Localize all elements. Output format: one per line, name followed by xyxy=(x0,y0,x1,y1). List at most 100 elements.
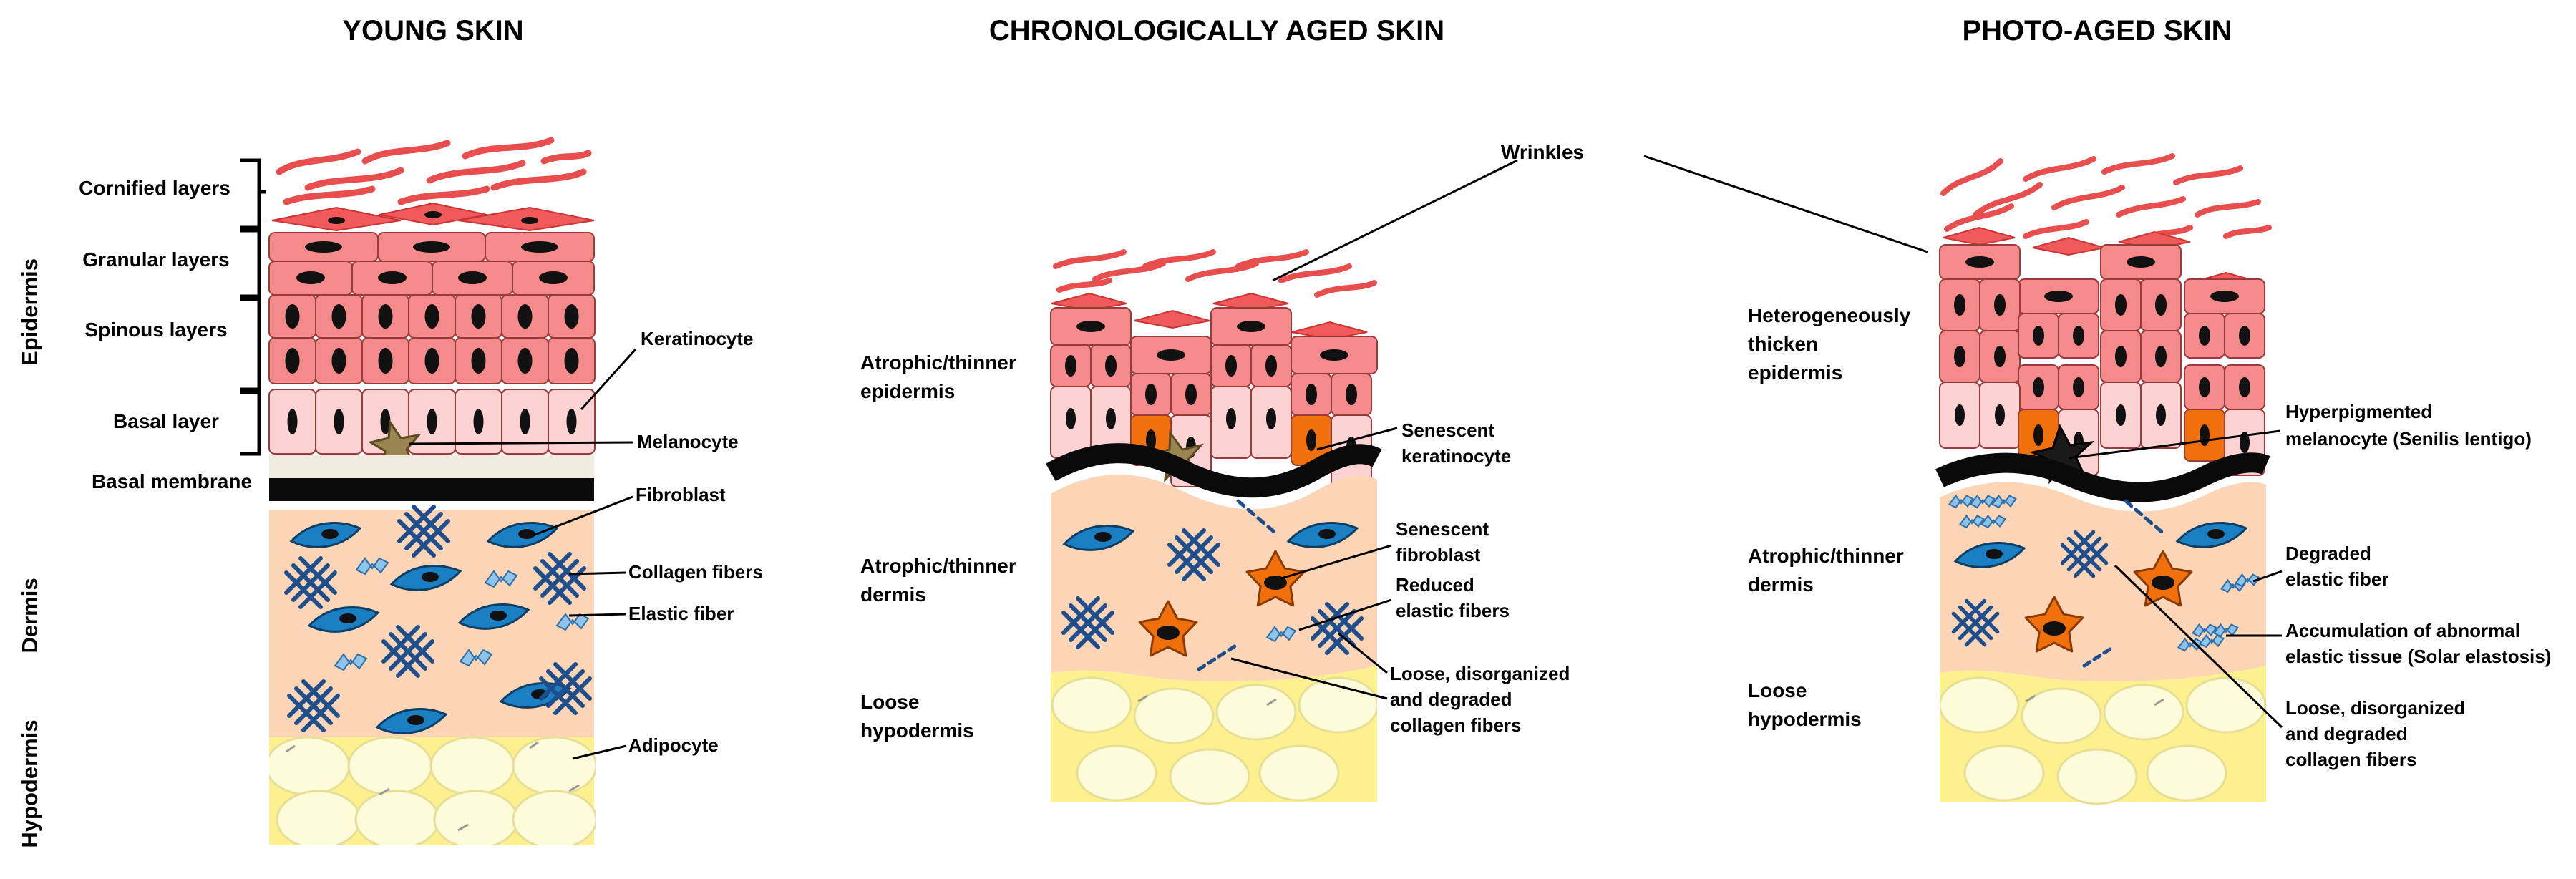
keratinocyte-nucleus xyxy=(2240,432,2250,453)
chrono-callout-re-2: elastic fibers xyxy=(1396,600,1510,621)
keratinocyte-nucleus xyxy=(1185,384,1197,405)
senescent-fibroblast-nucleus xyxy=(1264,576,1287,590)
chrono-flakes xyxy=(1053,249,1377,298)
chrono-label-der-2: dermis xyxy=(860,583,926,606)
keratinocyte-cell-nucleus xyxy=(285,348,300,374)
keratinocyte-nucleus xyxy=(2155,346,2167,367)
keratinocyte-nucleus xyxy=(2239,326,2250,346)
senescent-fibroblast-nucleus xyxy=(2152,576,2174,590)
young-flakes xyxy=(276,137,592,205)
keratinocyte-nucleus xyxy=(2155,294,2167,316)
fibroblast-nucleus xyxy=(1094,532,1112,542)
chrono-callout-lc-3: collagen fibers xyxy=(1390,714,1522,736)
keratinocyte-nucleus xyxy=(2033,326,2044,346)
keratinocyte-cell-nucleus xyxy=(517,348,533,374)
photo-callout-lines xyxy=(2068,429,2283,729)
degraded-collagen-dash xyxy=(2092,654,2102,661)
chrono-dermis-components xyxy=(1061,499,1364,671)
young-cornified-diamonds xyxy=(271,202,595,232)
chrono-callout-lines xyxy=(1230,427,1398,700)
collagen-strand xyxy=(546,669,585,708)
side-label-hypodermis: Hypodermis xyxy=(17,719,42,848)
fibroblast-nucleus xyxy=(407,715,424,725)
collagen-fiber xyxy=(1951,598,2000,647)
degraded-collagen-dash xyxy=(1266,525,1276,534)
fibroblast-nucleus xyxy=(518,529,535,539)
young-skin-panel xyxy=(268,137,596,845)
label-spinous: Spinous layers xyxy=(84,319,227,341)
young-callout-lines xyxy=(409,348,637,760)
photo-callout-de-2: elastic fiber xyxy=(2285,568,2389,590)
chrono-callout-sf-2: fibroblast xyxy=(1396,544,1481,565)
young-basal-membrane-light xyxy=(269,455,594,478)
keratinocyte-cell-nucleus xyxy=(331,304,346,329)
keratinocyte-nucleus xyxy=(2200,424,2210,446)
keratinocyte-nucleus xyxy=(1065,355,1076,377)
keratinocyte-nucleus xyxy=(2073,326,2084,346)
elastic-fiber xyxy=(2191,623,2217,638)
basal-keratinocyte-cell-nucleus xyxy=(334,409,344,434)
collagen-strand xyxy=(1964,611,2000,647)
chrono-callout-re-1: Reduced xyxy=(1396,574,1474,596)
keratinocyte-nucleus xyxy=(1994,294,2006,316)
label-basal-membrane: Basal membrane xyxy=(92,470,252,492)
keratinocyte-nucleus xyxy=(2033,424,2043,446)
keratinocyte-nucleus xyxy=(1965,256,1994,268)
callout-collagen: Collagen fibers xyxy=(628,561,763,583)
title-chrono: CHRONOLOGICALLY AGED SKIN xyxy=(989,15,1444,47)
photo-basal-membrane xyxy=(1935,452,2270,502)
collagen-fiber xyxy=(287,679,340,732)
photo-callout-lc-3: collagen fibers xyxy=(2285,749,2417,770)
photo-flakes xyxy=(1940,153,2272,243)
keratinocyte-nucleus xyxy=(2115,294,2127,316)
collagen-strand xyxy=(294,686,333,725)
collagen-strand xyxy=(553,662,592,701)
keratinocyte-cell-nucleus xyxy=(564,304,579,329)
degraded-collagen-dash xyxy=(2144,516,2154,525)
photo-dermis-components xyxy=(1948,494,2260,668)
collagen-strand xyxy=(1964,598,2000,634)
young-basal-membrane xyxy=(269,478,594,501)
keratinocyte-nucleus xyxy=(1226,408,1236,429)
collagen-strand xyxy=(1182,543,1220,581)
keratinocyte-cell-nucleus xyxy=(471,348,486,374)
collagen-strand xyxy=(1325,602,1364,641)
keratinocyte-nucleus xyxy=(1266,408,1276,429)
keratinocyte-nucleus xyxy=(1066,408,1076,429)
photo-callout-ac-1: Accumulation of abnormal xyxy=(2285,620,2520,641)
photo-label-der-2: dermis xyxy=(1748,573,1814,596)
side-label-epidermis: Epidermis xyxy=(17,258,42,366)
chrono-callout-lc-1: Loose, disorganized xyxy=(1390,663,1570,684)
keratinocyte-nucleus xyxy=(1954,346,1965,367)
photo-label-epi-3: epidermis xyxy=(1748,361,1842,384)
elastic-fiber xyxy=(355,557,389,576)
layer-brackets xyxy=(240,158,266,456)
keratinocyte-nucleus xyxy=(1105,355,1117,377)
collagen-strand xyxy=(396,625,434,664)
cornified-diamond xyxy=(2032,236,2105,256)
photo-callout-ac-2: elastic tissue (Solar elastosis) xyxy=(2285,646,2551,667)
keratinocyte-cell-nucleus xyxy=(331,348,346,374)
keratinocyte-nucleus xyxy=(2115,346,2127,367)
keratinocyte-nucleus xyxy=(1146,429,1156,451)
keratinocyte-nucleus xyxy=(1320,349,1348,361)
degraded-collagen-dash xyxy=(1207,657,1217,665)
callout-elastic: Elastic fiber xyxy=(628,603,734,624)
keratinocyte-nucleus xyxy=(1346,384,1357,405)
keratinocyte-nucleus xyxy=(1306,384,1317,405)
collagen-fiber xyxy=(284,556,337,609)
title-young: YOUNG SKIN xyxy=(342,15,523,47)
callout-fibroblast: Fibroblast xyxy=(636,484,726,505)
cornified-diamond xyxy=(1134,309,1210,329)
photo-skin-panel xyxy=(1935,153,2272,805)
collagen-fiber xyxy=(1167,528,1220,581)
collagen-fiber xyxy=(1061,596,1114,649)
collagen-strand xyxy=(298,556,337,595)
basal-keratinocyte-cell-nucleus xyxy=(520,409,530,434)
keratinocyte-nucleus xyxy=(1225,355,1237,377)
chrono-label-hyp-1: Loose xyxy=(860,691,919,713)
keratinocyte-nucleus xyxy=(2199,377,2210,397)
degraded-collagen-dash xyxy=(2154,525,2164,534)
collagen-strand xyxy=(1325,616,1364,655)
